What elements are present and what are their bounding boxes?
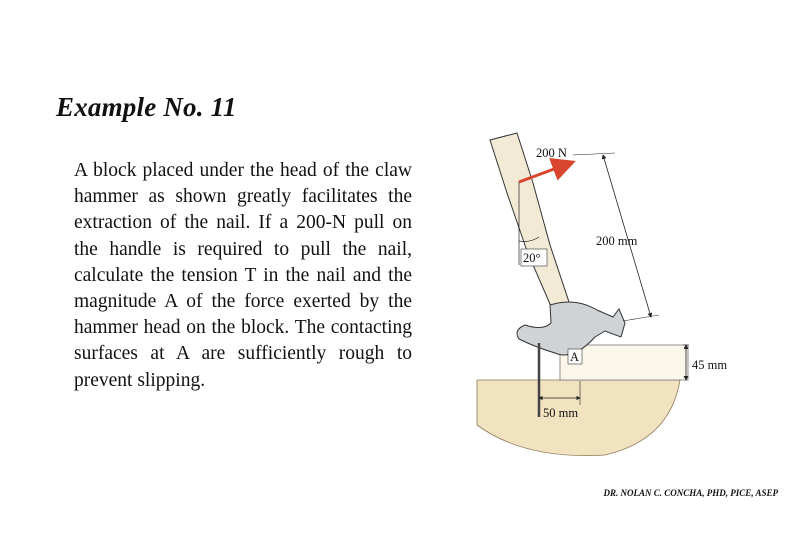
hammer-figure: 200 N 200 mm 20° 45 mm A 50 mm (455, 125, 755, 465)
slide-title: Example No. 11 (56, 92, 237, 122)
problem-statement: A block placed under the head of the cla… (74, 160, 412, 391)
angle-label: 20° (523, 251, 541, 265)
contact-label: A (570, 350, 579, 364)
offset-label: 50 mm (543, 406, 578, 420)
hammer-head (516, 301, 626, 356)
length-label: 200 mm (596, 234, 638, 248)
author-footer: DR. NOLAN C. CONCHA, PHD, PICE, ASEP (603, 488, 778, 498)
dim-200mm (601, 154, 653, 318)
height-label: 45 mm (692, 358, 727, 372)
force-arrow (518, 158, 576, 184)
force-label: 200 N (536, 146, 567, 160)
hammer-diagram: 200 N 200 mm 20° 45 mm A 50 mm (476, 132, 727, 456)
wood-surface (476, 379, 681, 456)
